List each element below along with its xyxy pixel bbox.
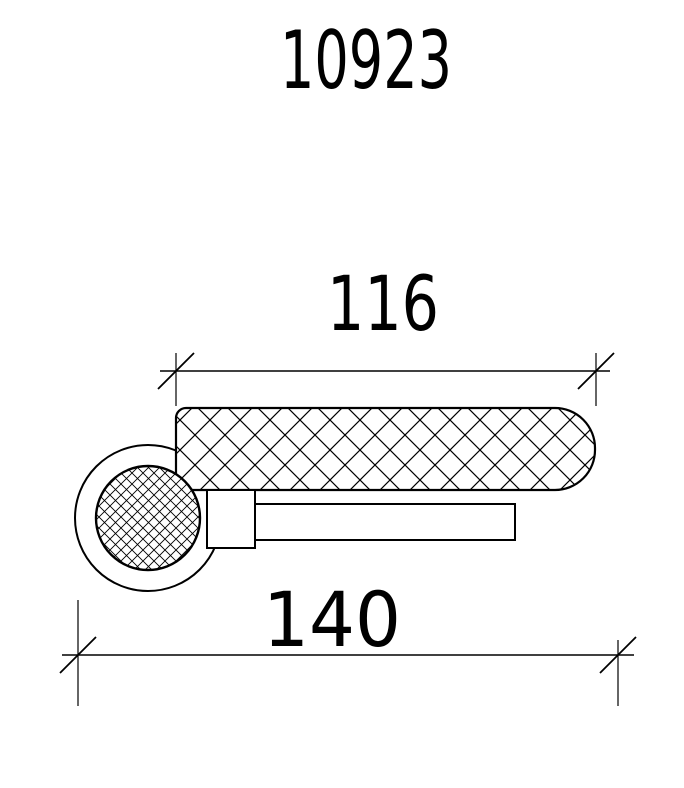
- dimension-bottom-tick-right: [599, 636, 637, 674]
- mount-arm-bar: [249, 503, 516, 541]
- part-number-label: 10923: [280, 14, 452, 107]
- dimension-top-tick-right: [577, 352, 615, 390]
- dimension-top-label: 116: [327, 259, 439, 348]
- wall-mount-flange-hatch: [94, 464, 202, 572]
- dimension-top: 116: [157, 259, 615, 406]
- mount-arm-step: [206, 489, 256, 549]
- dimension-top-tick-left: [157, 352, 195, 390]
- soap-dish-outline: [174, 406, 597, 492]
- dimension-bottom: 140: [59, 575, 637, 706]
- soap-dish-body: [174, 406, 597, 492]
- dimension-bottom-tick-left: [59, 636, 97, 674]
- dimension-bottom-label: 140: [263, 575, 401, 664]
- mount-arm: [206, 489, 516, 549]
- wall-mount-flange: [94, 464, 202, 572]
